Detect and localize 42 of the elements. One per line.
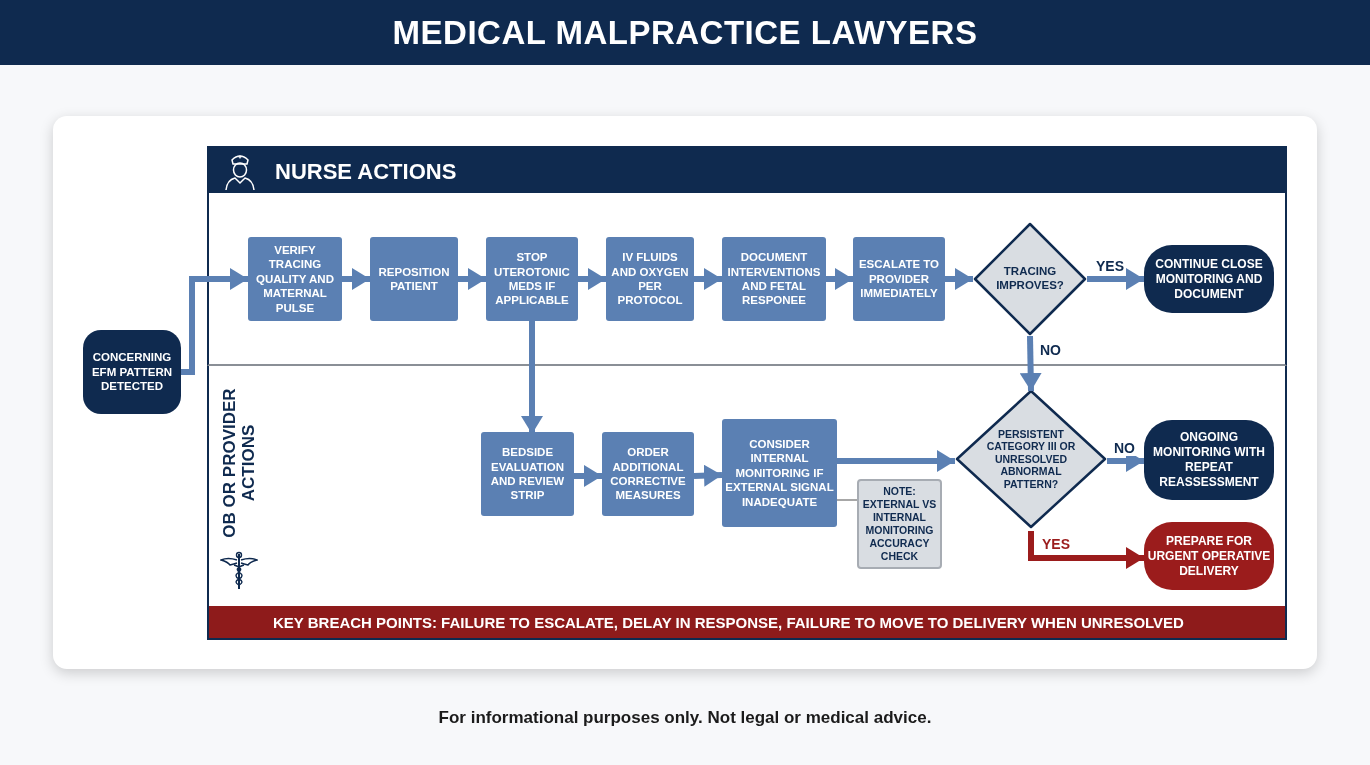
arrow <box>837 450 955 472</box>
arrow <box>1087 268 1144 290</box>
edge-label: NO <box>1038 342 1063 358</box>
arrow <box>694 268 722 290</box>
swimlane <box>207 366 1287 606</box>
lane-title: NURSE ACTIONS <box>275 158 457 186</box>
process-box: VERIFY TRACING QUALITY AND MATERNAL PULSE <box>248 237 342 321</box>
arrow <box>574 465 602 487</box>
arrow <box>342 268 370 290</box>
arrow <box>181 268 248 375</box>
decision-diamond: PERSISTENT CATEGORY III OR UNRESOLVED ABNORMAL PATTERN? <box>955 389 1107 529</box>
process-box: DOCUMENT INTERVENTIONS AND FETAL RESPONEE <box>722 237 826 321</box>
process-box: ESCALATE TO PROVIDER IMMEDIATELY <box>853 237 945 321</box>
process-box: STOP UTEROTONIC MEDS IF APPLICABLE <box>486 237 578 321</box>
process-box: REPOSITION PATIENT <box>370 237 458 321</box>
edge-label: YES <box>1040 536 1072 552</box>
edge-label: YES <box>1094 258 1126 274</box>
start-terminal: CONCERNING EFM PATTERN DETECTED <box>83 330 181 414</box>
end-terminal: ONGOING MONITORING WITH REPEAT REASSESSMENT <box>1144 420 1274 500</box>
arrow <box>578 268 606 290</box>
decision-diamond: TRACING IMPROVES? <box>973 222 1087 336</box>
arrow <box>521 321 543 434</box>
end-terminal: PREPARE FOR URGENT OPERATIVE DELIVERY <box>1144 522 1274 590</box>
process-box: IV FLUIDS AND OXYGEN PER PROTOCOL <box>606 237 694 321</box>
page-title: MEDICAL MALPRACTICE LAWYERS <box>0 0 1370 65</box>
process-box: ORDER ADDITIONAL CORRECTIVE MEASURES <box>602 432 694 516</box>
note-box: NOTE: EXTERNAL VS INTERNAL MONITORING ACCURACY CHECK <box>857 479 942 569</box>
process-box: BEDSIDE EVALUATION AND REVIEW STRIP <box>481 432 574 516</box>
arrow <box>693 464 723 487</box>
process-box: CONSIDER INTERNAL MONITORING IF EXTERNAL SIGNAL INADEQUATE <box>722 419 837 527</box>
lane-title: OB OR PROVIDER ACTIONS <box>220 387 258 540</box>
arrow <box>458 268 486 290</box>
arrow <box>1019 335 1042 392</box>
swimlane <box>207 146 1287 366</box>
connector-line <box>836 499 858 501</box>
arrow <box>1028 531 1144 569</box>
edge-label: NO <box>1112 440 1137 456</box>
warning-banner: KEY BREACH POINTS: FAILURE TO ESCALATE, DELAY IN RESPONSE, FAILURE TO MOVE TO DELIVERY WHEN UNRESOLVED <box>207 606 1287 640</box>
arrow <box>826 268 853 290</box>
arrow <box>945 268 973 290</box>
footer-note: For informational purposes only. Not legal or medical advice. <box>437 708 933 728</box>
end-terminal: CONTINUE CLOSE MONITORING AND DOCUMENT <box>1144 245 1274 313</box>
